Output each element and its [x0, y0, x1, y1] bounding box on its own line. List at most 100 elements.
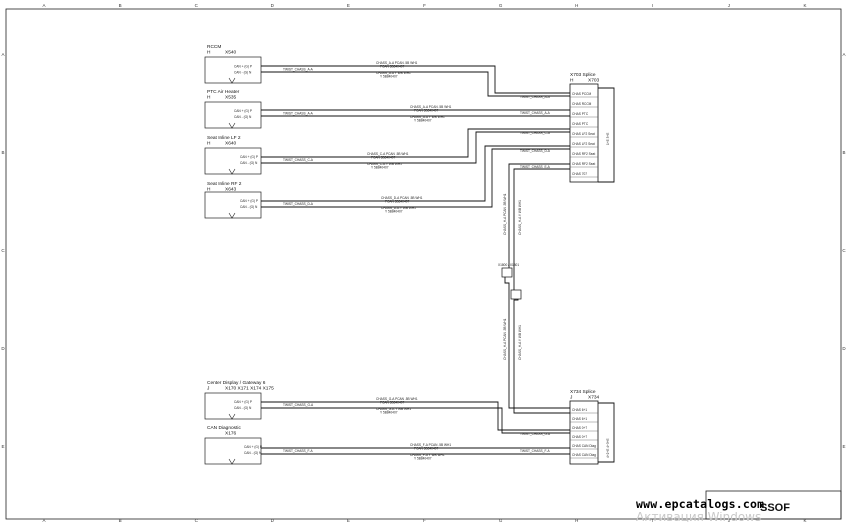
splice-input-labels: TWIST_CHASS_A-A TWIST_CHASS_A-A TWIST_CH… — [520, 95, 551, 453]
grid-column-label: H — [575, 3, 578, 8]
grid-row-label: A — [1, 52, 4, 57]
component-name: Seat Inline LF 2 — [207, 135, 241, 141]
wire-code: Y 5B840407 — [371, 166, 389, 170]
inline-connector-x1800[interactable]: X1800 / X1801 — [498, 263, 522, 300]
pin-label: CAN + (G) P — [244, 445, 262, 449]
wire-code: Y 5B840407 — [380, 75, 398, 79]
connector-id: X176 — [225, 431, 237, 437]
component-seat-inline-rf2[interactable]: Seat Inline RF 2 H X643 CAN + (G) P CAN … — [204, 181, 262, 219]
grid-column-label: K — [803, 518, 806, 522]
windows-activation-watermark: Активация Windows — [636, 512, 762, 522]
component-name: RCCM — [207, 44, 221, 50]
grid-column-label: A — [42, 518, 45, 522]
wire-label: CHASS_F-A Y WB WH1 — [410, 453, 445, 457]
component-ptc-air-heater[interactable]: PTC Air Heater H X535 CAN + (G) P CAN - … — [204, 89, 262, 129]
grid-row-label: C — [842, 248, 846, 253]
trunk-wire-label: CHASS_H-A PCAN .5B WH1 — [503, 193, 507, 235]
component-rccm[interactable]: RCCM H X540 CAN + (G) P CAN - (G) N — [204, 44, 262, 84]
twist-label: TWIST_CHASS_F-A — [520, 449, 550, 453]
twist-label: TWIST_CHASS_A-A — [520, 95, 551, 99]
connector-id: X734 — [588, 395, 600, 401]
pin-label: CAN - (G) N — [244, 451, 262, 455]
wire-label: CHASS_C-A Y WB WH1 — [367, 162, 402, 166]
wire-code: PCAN 5B840407 — [380, 401, 405, 405]
splice-pin-label: CHAS RF2 Seat — [572, 152, 595, 156]
grid-column-label: F — [423, 518, 426, 522]
component-seat-inline-lf2[interactable]: Seat Inline LF 2 H X640 CAN + (G) P CAN … — [204, 135, 262, 175]
twist-label: TWIST_CHASS_C-A — [283, 158, 314, 162]
twist-label: TWIST_CHASS_D-A — [283, 202, 314, 206]
grid-row-label: D — [1, 346, 5, 351]
component-center-display-gateway[interactable]: Center Display / Gateway 6 J X170 X171 X… — [204, 380, 274, 420]
grid-column-label: B — [119, 3, 122, 8]
component-name: Center Display / Gateway 6 — [207, 380, 266, 386]
wire-label: CHASS_F-A PCAN .5B WH1 — [410, 443, 451, 447]
twist-label: TWIST_CHASS_A-A — [283, 68, 314, 72]
wire-code: Y 5B840407 — [414, 119, 432, 123]
title-block-text: SSOF — [760, 502, 790, 514]
splice-pin-label: CHAS LF2 Seat — [572, 132, 595, 136]
pin-label: CAN + (G) P — [240, 155, 258, 159]
grid-column-label: C — [195, 3, 199, 8]
connector-letter: J — [207, 386, 210, 392]
splice-pin-label: CHAS 6+1 — [572, 417, 587, 421]
grid-row-label: B — [842, 150, 845, 155]
splice-pin-label: CHAS CAN Diag — [572, 444, 596, 448]
splice-side-label: 1+E 3+E — [606, 133, 610, 145]
trunk-wire-label: CHASS_H-A Y WB WH1 — [518, 325, 522, 360]
connector-id: X535 — [225, 95, 237, 101]
connector-letter: H — [207, 95, 211, 101]
splice-name: X734 Splice — [570, 389, 596, 395]
wire-label: CHASS_A-A PCAN .5B WH1 — [376, 61, 417, 65]
wire-code: PCAN 5B840407 — [414, 447, 439, 451]
wires — [261, 65, 615, 463]
grid-column-label: E — [347, 3, 350, 8]
twist-label: TWIST_CHASS_D-A — [520, 149, 551, 153]
splice-pin-label: CHAS PTC — [572, 112, 589, 116]
pin-label: CAN + (G) P — [240, 199, 258, 203]
grid-row-label: A — [842, 52, 845, 57]
component-name: PTC Air Heater — [207, 89, 240, 95]
connector-id: X643 — [225, 187, 237, 193]
grid-row-label: E — [1, 444, 4, 449]
splice-pin-label: CHAS LF2 Seat — [572, 142, 595, 146]
wire-spec-labels: CHASS_A-A PCAN .5B WH1 PCAN 5B840407 CHA… — [367, 61, 451, 461]
pin-label: CAN - (G) N — [234, 115, 252, 119]
splice-pin-label: CHAS CAN Diag — [572, 453, 596, 457]
splice-pin-label: CHAS PTC — [572, 122, 589, 126]
grid-column-label: A — [42, 3, 45, 8]
component-name: Seat Inline RF 2 — [207, 181, 242, 187]
grid-row-label: D — [842, 346, 846, 351]
grid-column-label: B — [119, 518, 122, 522]
splice-pin-label: CHAS PCCM — [572, 92, 591, 96]
wire-code: Y 5B840407 — [385, 210, 403, 214]
trunk-labels: CHASS_H-A PCAN .5B WH1 CHASS_H-A Y WB WH… — [503, 193, 522, 360]
wire-label: CHASS_D-A Y WB WH1 — [381, 206, 416, 210]
twist-label: TWIST_CHASS_E-A — [520, 165, 551, 169]
grid-column-label: F — [423, 3, 426, 8]
pin-label: CAN + (G) P — [234, 400, 252, 404]
wire-label: CHASS_D-A PCAN .5B WH1 — [381, 196, 423, 200]
grid-column-label: G — [499, 518, 503, 522]
sheet-border — [5, 8, 842, 520]
pin-label: CAN + (G) P — [234, 109, 252, 113]
connector-letter: H — [570, 78, 574, 84]
grid-column-label: E — [347, 518, 350, 522]
component-can-diagnostic[interactable]: CAN Diagnostic X176 CAN + (G) P CAN - (G… — [204, 425, 262, 465]
grid-column-label: I — [652, 3, 653, 8]
wire-code: PCAN 5B840407 — [385, 200, 410, 204]
wire-code: Y 5B840407 — [414, 457, 432, 461]
splice-pin-label: CHAS 0+7 — [572, 426, 587, 430]
pin-label: CAN - (G) N — [234, 406, 252, 410]
connector-letter: H — [207, 50, 211, 56]
grid-row-label: B — [1, 150, 4, 155]
splice-pin-label: CHAS RCCM — [572, 102, 592, 106]
twist-label: TWIST_CHASS_G-A — [283, 403, 314, 407]
grid-column-label: J — [728, 518, 730, 522]
connector-id: X640 — [225, 141, 237, 147]
